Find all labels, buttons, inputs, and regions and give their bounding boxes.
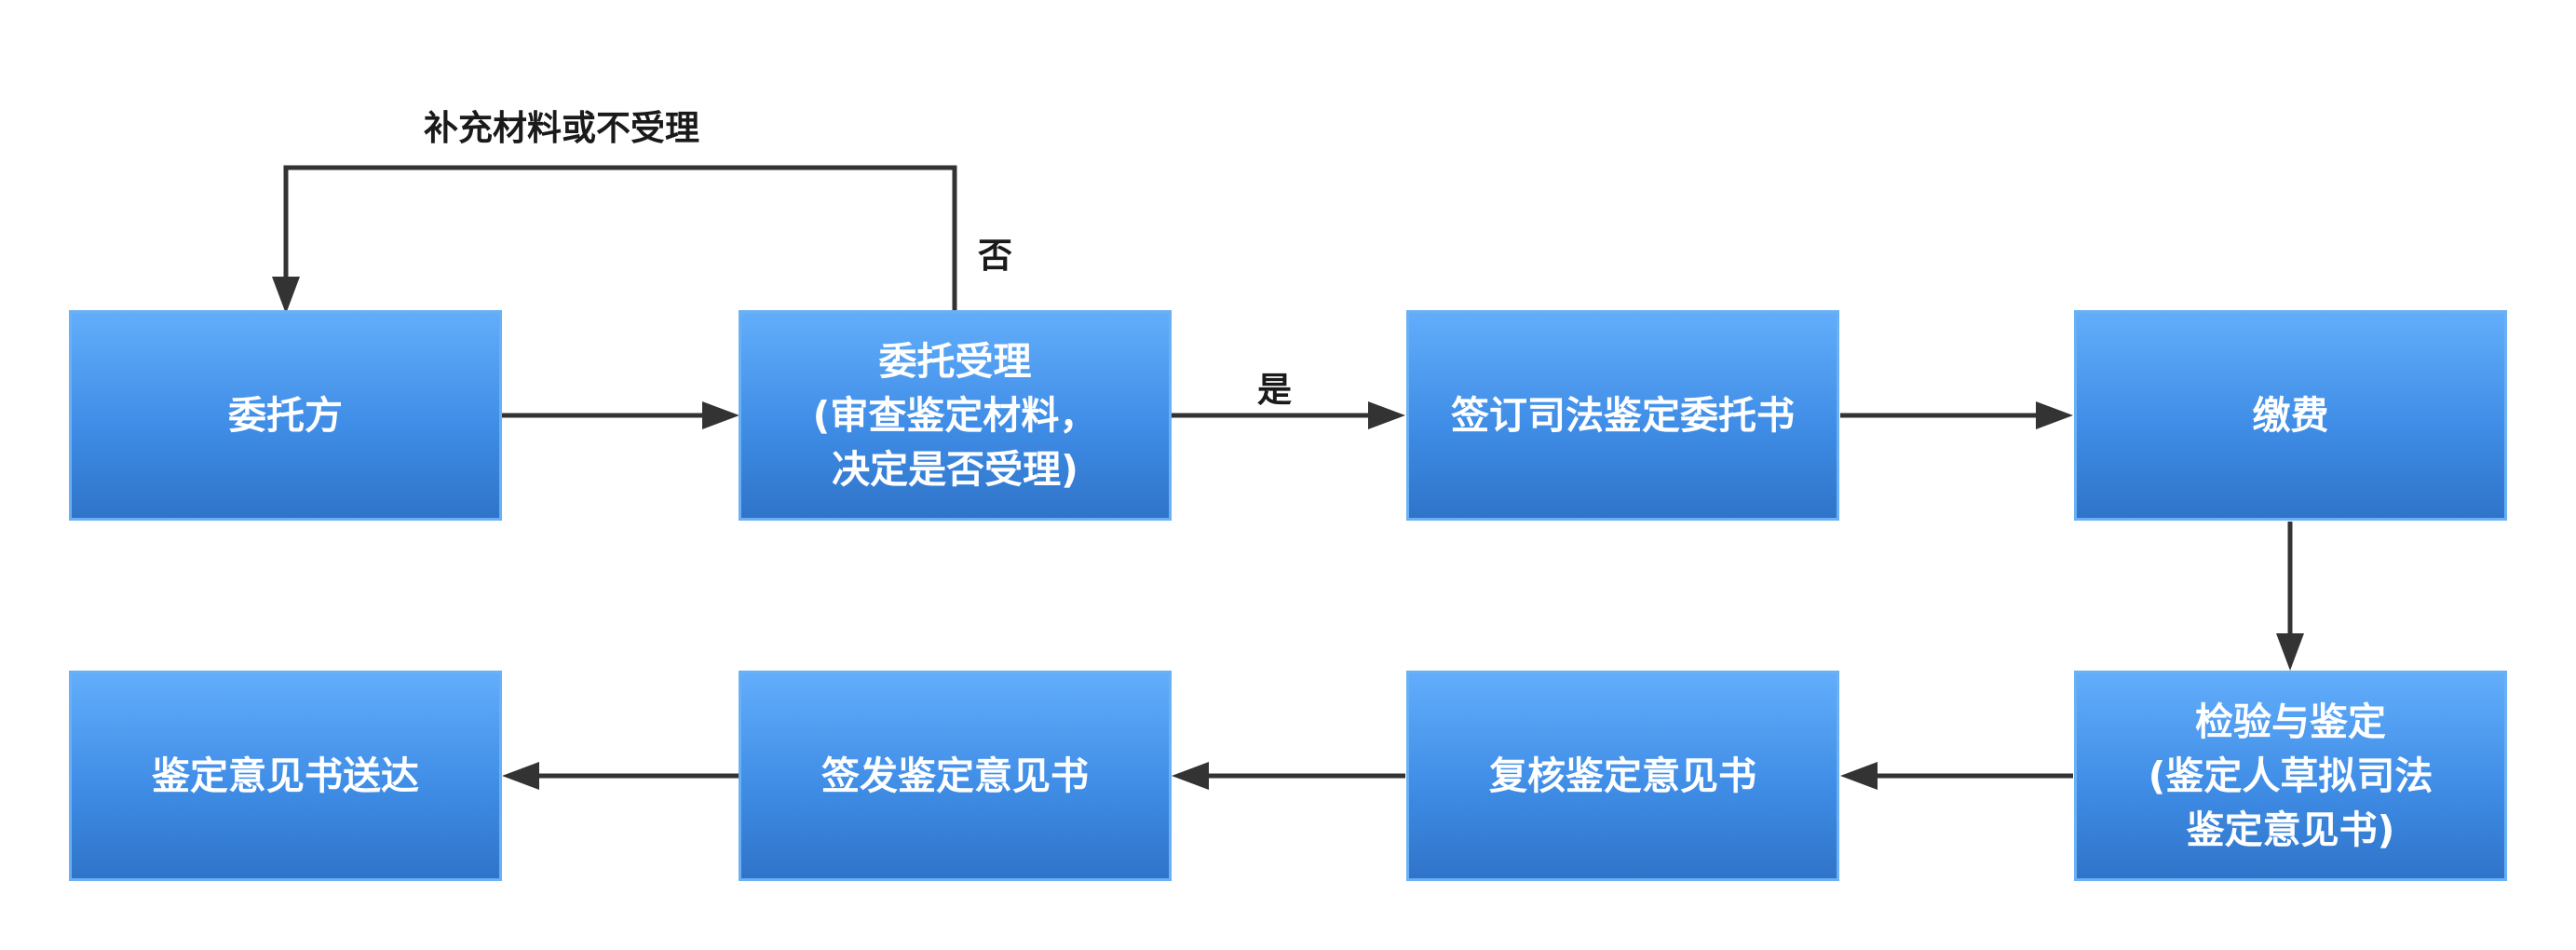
node-client-line-1: 委托方	[228, 393, 343, 438]
node-issue: 签发鉴定意见书	[739, 671, 1172, 881]
arrowhead-review-to-issue	[1172, 762, 1209, 790]
node-acceptance-line-2: (审查鉴定材料，	[812, 393, 1098, 438]
yes-label: 是	[1257, 370, 1292, 410]
node-delivery-line-1: 鉴定意见书送达	[152, 753, 419, 798]
arrowhead-contract-to-payment	[2036, 401, 2073, 429]
no-label: 否	[978, 236, 1012, 276]
node-inspection-line-3: 鉴定意见书)	[2186, 808, 2395, 852]
node-inspection-line-2: (鉴定人草拟司法	[2148, 753, 2434, 798]
node-inspection-line-1: 检验与鉴定	[2195, 699, 2386, 744]
node-review: 复核鉴定意见书	[1406, 671, 1839, 881]
loop-label: 补充材料或不受理	[424, 108, 699, 148]
node-delivery: 鉴定意见书送达	[69, 671, 502, 881]
node-contract: 签订司法鉴定委托书	[1406, 310, 1839, 521]
node-inspection: 检验与鉴定 (鉴定人草拟司法 鉴定意见书)	[2074, 671, 2507, 881]
arrowhead-client-to-acceptance	[702, 401, 739, 429]
loop-connector	[283, 165, 957, 310]
node-payment-line-1: 缴费	[2252, 393, 2329, 438]
node-acceptance: 委托受理 (审查鉴定材料， 决定是否受理)	[739, 310, 1172, 521]
arrowhead-payment-to-inspection	[2276, 633, 2304, 671]
node-acceptance-line-1: 委托受理	[878, 339, 1032, 384]
node-payment: 缴费	[2074, 310, 2507, 521]
arrowhead-acceptance-to-contract	[1368, 401, 1405, 429]
loop-arrowhead	[272, 277, 300, 314]
node-contract-line-1: 签订司法鉴定委托书	[1451, 393, 1795, 438]
node-acceptance-line-3: 决定是否受理)	[832, 447, 1078, 492]
node-issue-line-1: 签发鉴定意见书	[821, 753, 1089, 798]
node-client: 委托方	[69, 310, 502, 521]
arrowhead-issue-to-delivery	[502, 762, 539, 790]
arrowhead-inspection-to-review	[1840, 762, 1878, 790]
node-review-line-1: 复核鉴定意见书	[1489, 753, 1756, 798]
